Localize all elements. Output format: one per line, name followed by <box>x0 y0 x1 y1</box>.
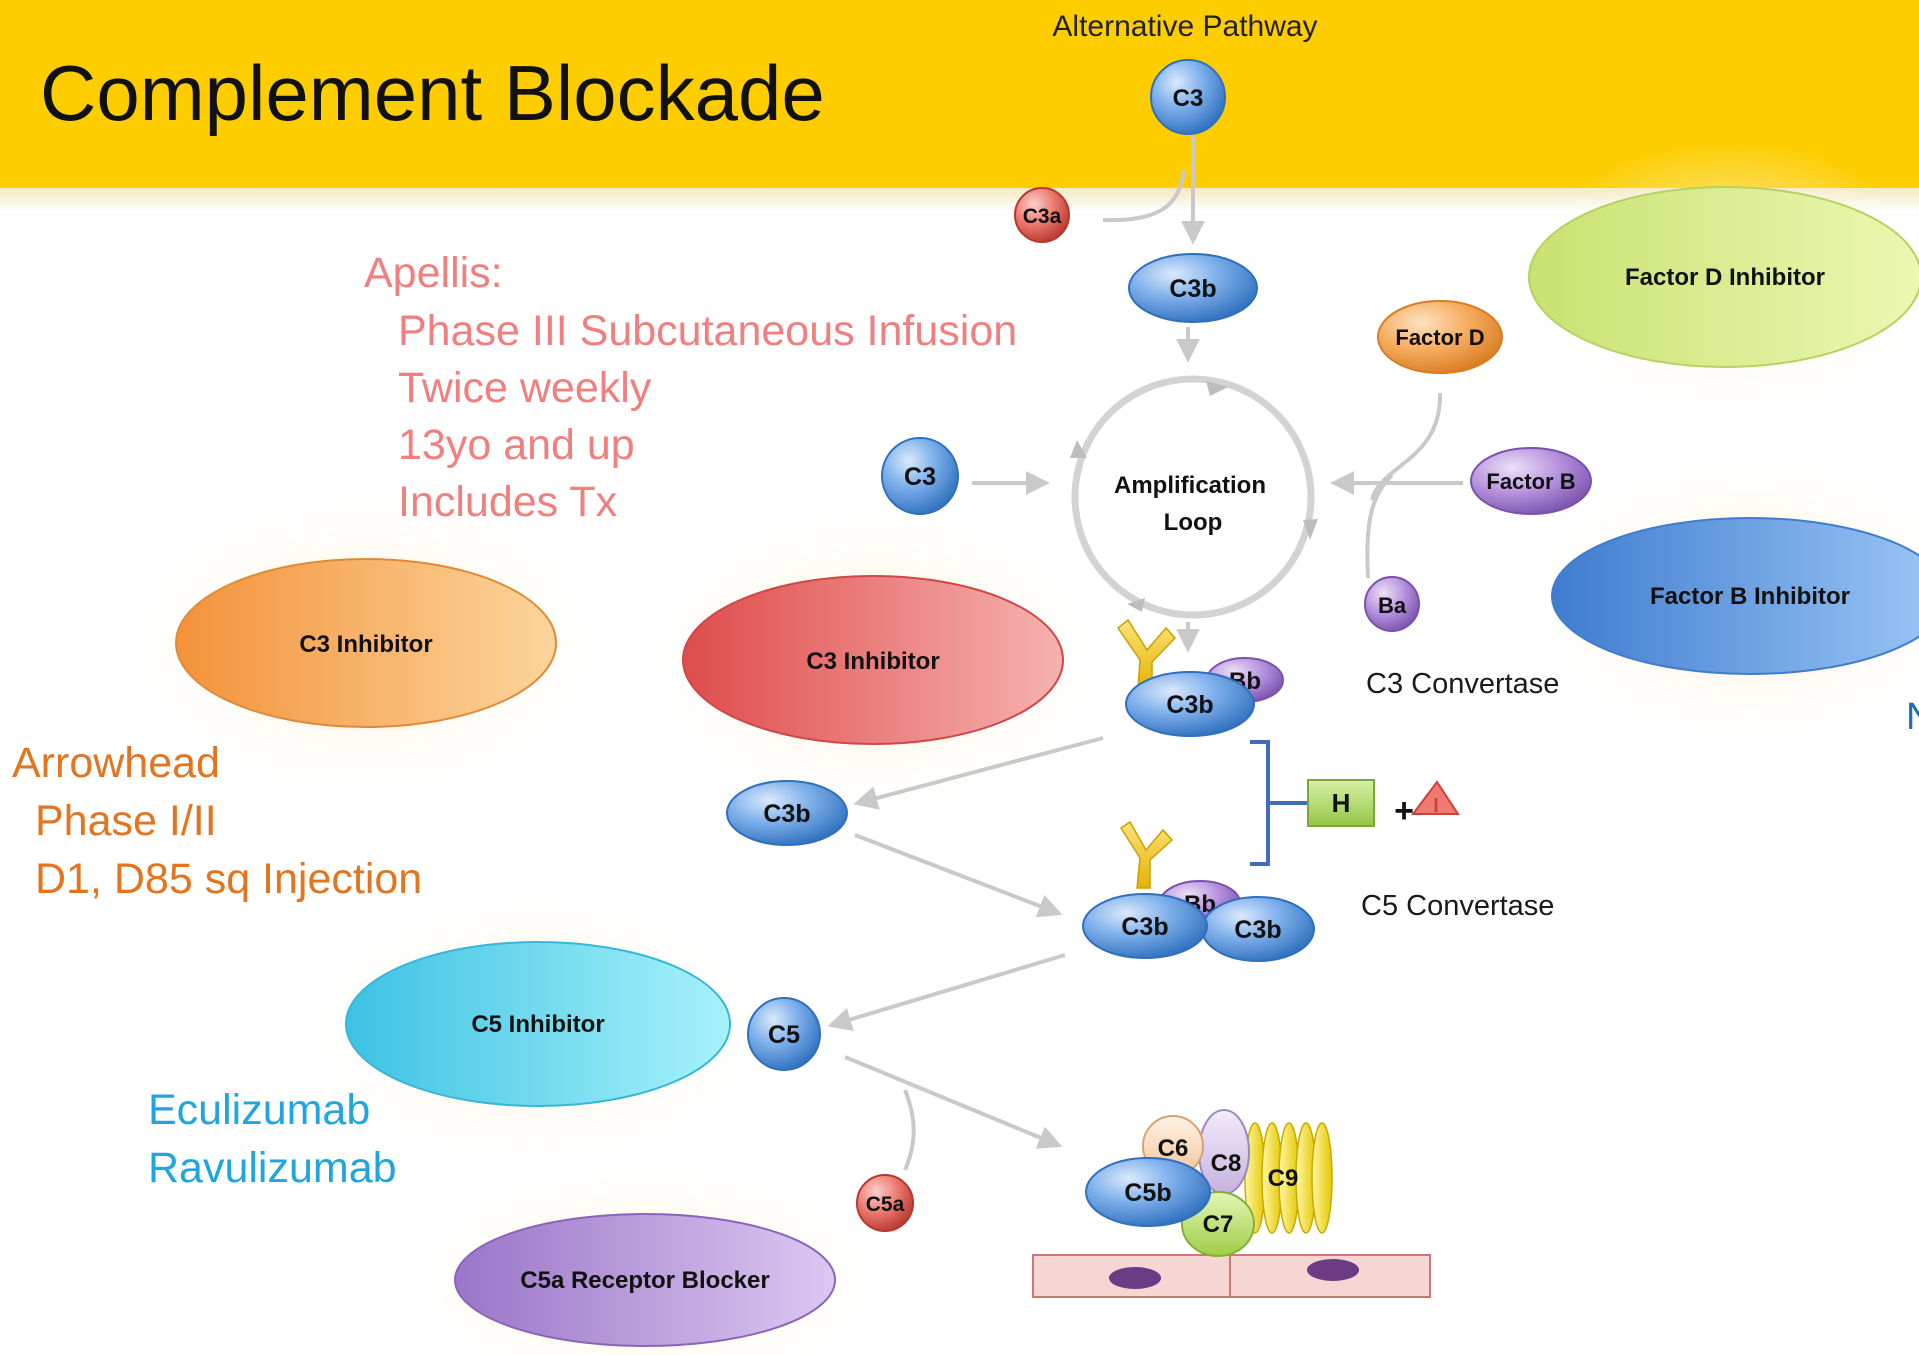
apellis-line: Twice weekly <box>398 364 652 412</box>
apellis-line: 13yo and up <box>398 421 635 469</box>
molecule-c5b-label: C5b <box>1124 1179 1171 1207</box>
slide-title: Complement Blockade <box>40 49 825 137</box>
arrowhead-line: Phase I/II <box>35 797 217 845</box>
membrane-nucleus <box>1109 1267 1161 1289</box>
molecule-c5 <box>747 997 821 1071</box>
arrow <box>827 953 1066 1031</box>
apellis-heading: Apellis: <box>364 249 503 297</box>
c3-inhibitor-arrowhead-label: C3 Inhibitor <box>299 631 432 658</box>
factor-i-label: I <box>1433 795 1439 817</box>
molecule-c8-label: C8 <box>1211 1150 1242 1177</box>
factor-h-label: H <box>1332 788 1351 818</box>
factor-b-inhibitor-label: Factor B Inhibitor <box>1650 583 1850 610</box>
molecule-c3b-c5-convertase-a <box>1082 893 1208 959</box>
edge-letter: N <box>1906 696 1919 739</box>
antibody-icon <box>1116 618 1177 691</box>
loop-label-line1: Amplification <box>1114 472 1266 499</box>
molecule-c3a-label: C3a <box>1023 205 1062 228</box>
arrow <box>844 1055 1063 1149</box>
molecule-factor-d-label: Factor D <box>1395 325 1484 350</box>
molecule-factor-d <box>1377 300 1503 374</box>
c3a-release-arrow <box>1102 169 1186 223</box>
ba-release-arrow <box>1365 473 1394 579</box>
plus-sign: + <box>1394 792 1414 830</box>
molecule-c3a <box>1014 187 1070 243</box>
molecule-c3-label: C3 <box>1173 85 1204 112</box>
factor-b-inhibitor <box>1551 517 1919 675</box>
c9-pore <box>1244 1122 1333 1234</box>
c5a-receptor-blocker <box>454 1213 836 1347</box>
molecule-c3b-label: C3b <box>1169 275 1216 303</box>
molecule-c9-label: C9 <box>1268 1165 1299 1192</box>
c3-inhibitor-arrowhead <box>175 558 557 728</box>
loop-label-line2: Loop <box>1164 509 1223 536</box>
c3-inhibitor-apellis <box>682 575 1064 745</box>
arrow <box>853 736 1104 810</box>
molecule-c6-label: C6 <box>1158 1135 1189 1162</box>
c5-convertase-label: C5 Convertase <box>1361 890 1555 922</box>
molecule-c5a <box>856 1174 914 1232</box>
molecule-c5-label: C5 <box>768 1021 800 1049</box>
molecule-c3b <box>1128 253 1258 323</box>
amplification-loop <box>1071 375 1315 619</box>
molecule-c3b-free <box>726 780 848 846</box>
molecule-c3b-c5-convertase-b-label: C3b <box>1234 916 1281 944</box>
title-band <box>0 0 1919 188</box>
molecule-ba <box>1364 576 1420 632</box>
c5a-receptor-blocker-label: C5a Receptor Blocker <box>520 1267 769 1294</box>
factor-d-arrow <box>1370 392 1443 501</box>
pathway-label: Alternative Pathway <box>1052 10 1318 43</box>
molecule-c5a-label: C5a <box>866 1193 905 1216</box>
molecule-c3b-convertase <box>1125 671 1255 737</box>
molecule-c7-label: C7 <box>1203 1211 1234 1238</box>
molecule-factor-b <box>1470 447 1592 515</box>
molecule-c3b-c5-convertase-a-label: C3b <box>1121 913 1168 941</box>
membrane-nucleus <box>1307 1259 1359 1281</box>
c5-inhibitor <box>345 941 731 1107</box>
cell-membrane <box>1032 1254 1431 1298</box>
factor-i <box>1411 780 1460 815</box>
arrowhead-line: D1, D85 sq Injection <box>35 855 423 903</box>
arrow <box>854 833 1063 918</box>
c3-inhibitor-apellis-label: C3 Inhibitor <box>806 648 939 675</box>
apellis-line: Phase III Subcutaneous Infusion <box>398 307 1018 355</box>
molecule-c3-input-label: C3 <box>904 463 936 491</box>
c3-convertase-label: C3 Convertase <box>1366 668 1560 700</box>
molecule-c3b-convertase-label: C3b <box>1166 691 1213 719</box>
c5-inhibitor-label: C5 Inhibitor <box>471 1011 604 1038</box>
arrowhead-heading: Arrowhead <box>12 739 220 787</box>
c5a-release-arrow <box>903 1089 916 1171</box>
molecule-c3-input <box>881 437 959 515</box>
c5-drug-eculizumab: Eculizumab <box>148 1086 371 1134</box>
molecule-ba-label: Ba <box>1378 593 1407 618</box>
molecule-factor-b-label: Factor B <box>1486 469 1575 494</box>
molecule-c3 <box>1150 59 1226 135</box>
regulator-bracket <box>1250 740 1270 866</box>
factor-h <box>1307 779 1375 827</box>
c5-drug-ravulizumab: Ravulizumab <box>148 1144 397 1192</box>
apellis-line: Includes Tx <box>398 478 618 526</box>
molecule-c5b <box>1085 1157 1211 1227</box>
molecule-c3b-free-label: C3b <box>763 800 810 828</box>
factor-d-inhibitor <box>1528 186 1919 368</box>
factor-d-inhibitor-label: Factor D Inhibitor <box>1625 264 1825 291</box>
antibody-icon <box>1119 820 1174 889</box>
